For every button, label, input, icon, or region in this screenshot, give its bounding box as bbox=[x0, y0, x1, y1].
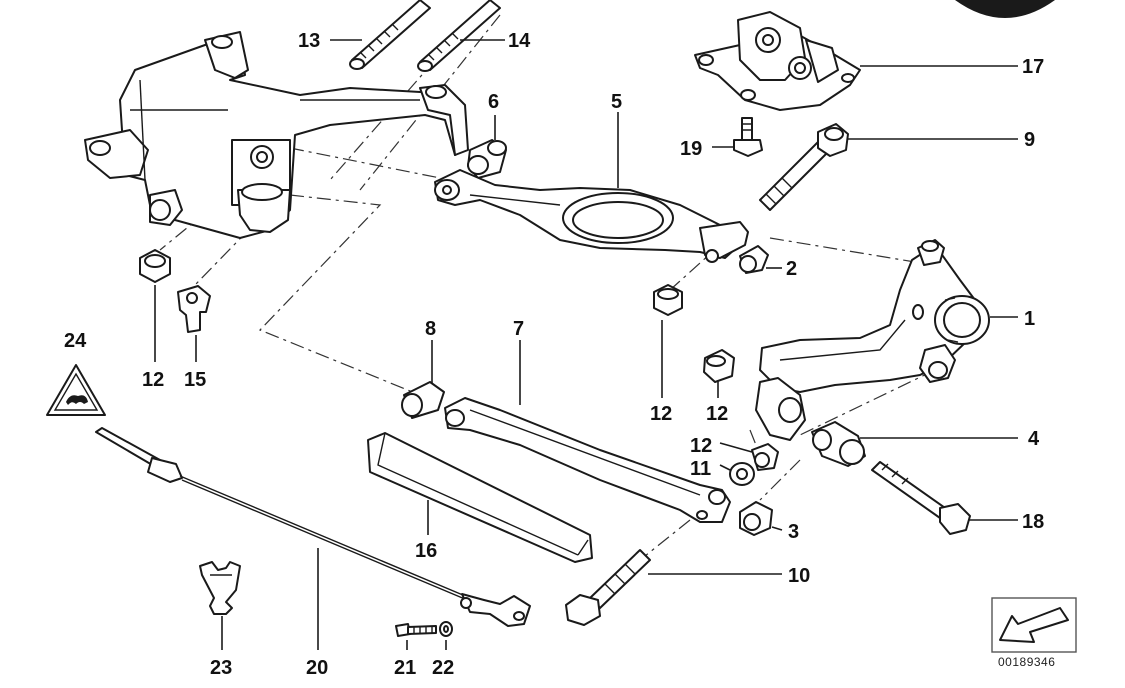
callout-5: 5 bbox=[611, 91, 622, 113]
nut-12-center bbox=[653, 284, 683, 316]
callout-20: 20 bbox=[306, 657, 328, 679]
rear-axle-subframe bbox=[84, 31, 469, 239]
callout-17: 17 bbox=[1022, 56, 1044, 78]
bushing-8 bbox=[401, 381, 445, 419]
catalog-arrow-box bbox=[991, 597, 1077, 653]
callout-8: 8 bbox=[425, 318, 436, 340]
callout-13: 13 bbox=[298, 30, 320, 52]
warning-triangle-24 bbox=[46, 364, 106, 416]
callout-12-small: 12 bbox=[690, 435, 712, 457]
protective-cover-16 bbox=[367, 432, 593, 563]
callout-21: 21 bbox=[394, 657, 416, 679]
bushing-2 bbox=[739, 245, 769, 274]
callout-10: 10 bbox=[788, 565, 810, 587]
bushing-4 bbox=[811, 421, 866, 467]
bushing-12-right bbox=[703, 349, 735, 383]
callout-2: 2 bbox=[786, 258, 797, 280]
callout-12-left: 12 bbox=[142, 369, 164, 391]
nut-3 bbox=[739, 501, 773, 536]
callout-9: 9 bbox=[1024, 129, 1035, 151]
callout-7: 7 bbox=[513, 318, 524, 340]
callout-4: 4 bbox=[1028, 428, 1040, 450]
callout-16: 16 bbox=[415, 540, 437, 562]
leader-lines bbox=[154, 39, 1018, 650]
brake-cable-20 bbox=[95, 427, 531, 627]
callout-3: 3 bbox=[788, 521, 799, 543]
callout-labels: 13 14 6 5 17 19 9 2 1 24 12 15 8 7 12 12… bbox=[64, 30, 1044, 679]
clip-15 bbox=[177, 285, 211, 333]
nut-12-left bbox=[139, 249, 171, 283]
callout-23: 23 bbox=[210, 657, 232, 679]
clip-23 bbox=[199, 561, 241, 615]
differential-mount-17 bbox=[694, 11, 861, 111]
callout-19: 19 bbox=[680, 138, 702, 160]
washer-22 bbox=[439, 621, 453, 637]
bushing-6 bbox=[467, 139, 507, 179]
callout-1: 1 bbox=[1024, 308, 1035, 330]
callout-15: 15 bbox=[184, 369, 206, 391]
callout-22: 22 bbox=[432, 657, 454, 679]
callout-12-center: 12 bbox=[650, 403, 672, 425]
wishbone-7 bbox=[444, 397, 731, 523]
catalog-number: 00189346 bbox=[998, 655, 1056, 669]
logo-fragment bbox=[955, 0, 1055, 18]
wheel-carrier-1 bbox=[755, 239, 990, 441]
screw-21 bbox=[395, 623, 437, 637]
callout-18: 18 bbox=[1022, 511, 1044, 533]
callout-14: 14 bbox=[508, 30, 531, 52]
callout-24: 24 bbox=[64, 330, 87, 352]
callout-12-right: 12 bbox=[706, 403, 728, 425]
trailing-control-arm-5 bbox=[434, 169, 749, 263]
washer-11 bbox=[729, 462, 755, 486]
callout-11: 11 bbox=[690, 458, 711, 480]
bolt-14 bbox=[417, 0, 501, 72]
bolt-18 bbox=[871, 461, 971, 535]
callout-6: 6 bbox=[488, 91, 499, 113]
bolt-19 bbox=[733, 117, 763, 157]
bolt-9 bbox=[759, 123, 849, 211]
bolt-13 bbox=[349, 0, 431, 70]
bolt-10 bbox=[565, 549, 651, 626]
bushing-12-small bbox=[751, 443, 779, 471]
